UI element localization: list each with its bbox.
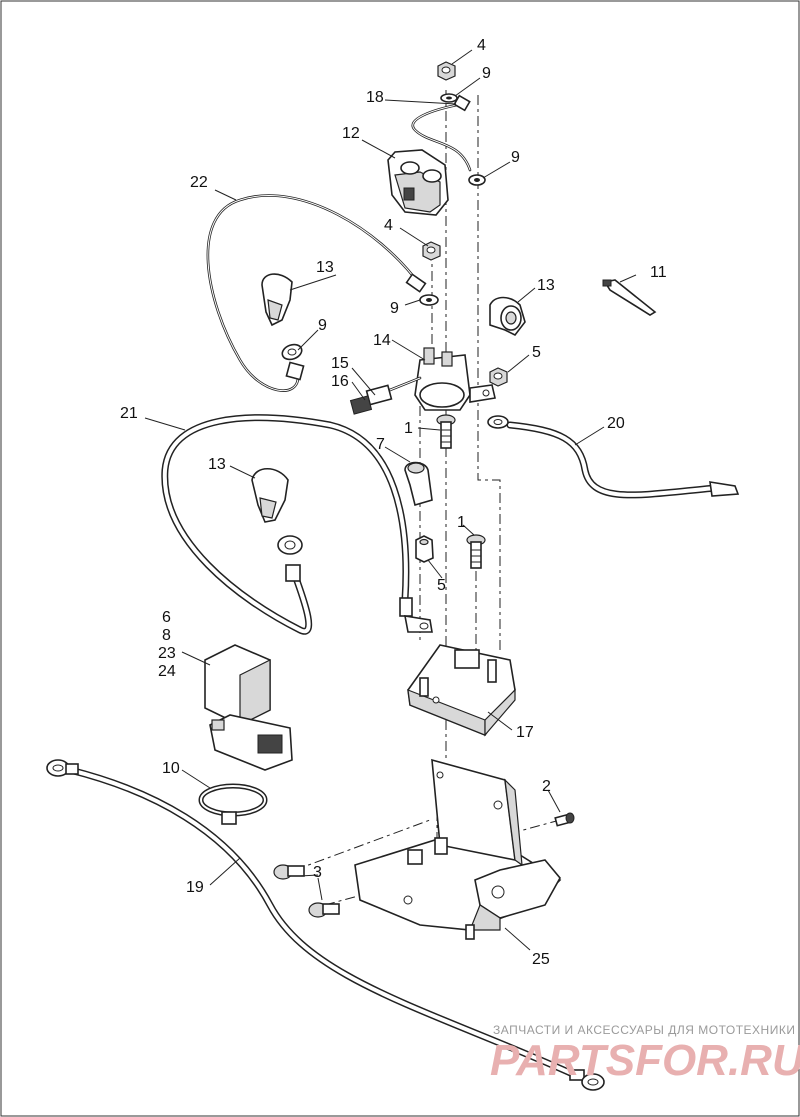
callout-labels: 4 9 18 9 12 22 4 13 9 9 11 13 14 15 16 5… — [120, 37, 667, 968]
part-1-bolt-upper — [436, 414, 456, 449]
callout-1-lower: 1 — [457, 514, 466, 531]
callout-9-lower: 9 — [318, 317, 327, 334]
part-6-8-23-24-module — [204, 644, 293, 771]
part-2-screw — [554, 812, 575, 827]
part-13-boot-upper-left — [261, 273, 293, 327]
callout-13-upper-left: 13 — [316, 259, 334, 276]
callout-10: 10 — [162, 760, 180, 777]
part-12-terminal-cover — [387, 149, 449, 216]
part-14-starter-relay — [388, 347, 496, 411]
part-1-bolt-lower — [466, 534, 486, 569]
callout-9-top: 9 — [482, 65, 491, 82]
part-18-jumper-wire — [411, 94, 486, 186]
callout-12: 12 — [342, 125, 360, 142]
callout-18: 18 — [366, 89, 384, 106]
callout-25: 25 — [532, 951, 550, 968]
callout-13-right: 13 — [537, 277, 555, 294]
callout-4-middle: 4 — [384, 217, 393, 234]
part-19-ground-cable — [46, 759, 605, 1091]
part-11-cable-tie — [602, 279, 657, 316]
part-10-strap — [198, 783, 268, 825]
part-3-bolts — [273, 864, 340, 918]
watermark-tagline: ЗАПЧАСТИ И АКСЕССУАРЫ ДЛЯ МОТОТЕХНИКИ — [493, 1023, 795, 1037]
callout-9-jumper: 9 — [511, 149, 520, 166]
part-15-16-connector — [349, 384, 393, 415]
callout-17: 17 — [516, 724, 534, 741]
part-5-nut-right — [489, 367, 508, 387]
part-20-cable — [487, 415, 740, 499]
callout-14: 14 — [373, 332, 391, 349]
callout-8: 8 — [162, 627, 171, 644]
callout-22: 22 — [190, 174, 208, 191]
part-22-cable — [206, 194, 439, 392]
part-5-nut-lower — [415, 535, 434, 563]
callout-7: 7 — [376, 436, 385, 453]
part-9-washer-top — [440, 93, 458, 103]
callout-1-upper: 1 — [404, 420, 413, 437]
callout-21: 21 — [120, 405, 138, 422]
part-4-nut-top — [437, 61, 456, 81]
assembly-axes — [294, 90, 561, 930]
watermark: ЗАПЧАСТИ И АКСЕССУАРЫ ДЛЯ МОТОТЕХНИКИ PA… — [490, 1023, 800, 1085]
callout-13-lower-left: 13 — [208, 456, 226, 473]
watermark-brand: PARTSFOR.RU — [490, 1036, 800, 1085]
callout-4-top: 4 — [477, 37, 486, 54]
part-25-mounting-bracket — [354, 758, 562, 940]
callout-9-middle: 9 — [390, 300, 399, 317]
leader-lines — [144, 49, 637, 951]
callout-23: 23 — [158, 645, 176, 662]
part-21-cable-loop — [161, 414, 433, 635]
part-17-mount-block — [407, 644, 516, 737]
callout-19: 19 — [186, 879, 204, 896]
callout-20: 20 — [607, 415, 625, 432]
callout-2: 2 — [542, 778, 551, 795]
callout-15: 15 — [331, 355, 349, 372]
part-4-nut-middle — [422, 241, 441, 261]
callout-24: 24 — [158, 663, 176, 680]
callout-11: 11 — [650, 264, 667, 281]
callout-6: 6 — [162, 609, 171, 626]
callout-16: 16 — [331, 373, 349, 390]
callout-5-lower: 5 — [437, 577, 446, 594]
part-13-boot-lower-left — [251, 467, 289, 523]
callout-3: 3 — [313, 864, 322, 881]
part-13-boot-right — [489, 296, 526, 337]
callout-5-right: 5 — [532, 344, 541, 361]
part-7-clip — [404, 461, 433, 507]
